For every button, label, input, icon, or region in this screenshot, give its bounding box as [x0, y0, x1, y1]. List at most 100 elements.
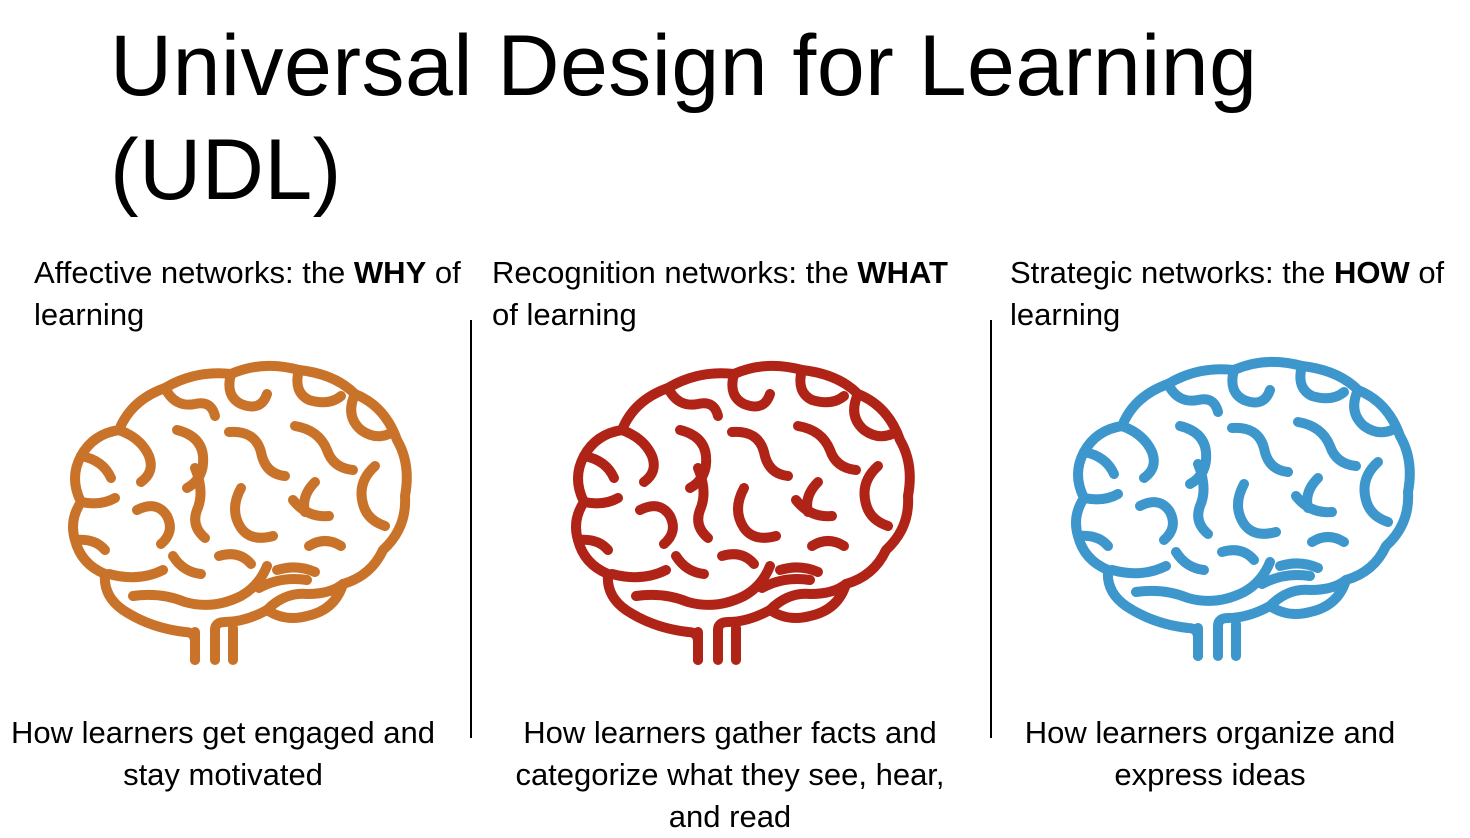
brain-icon — [68, 360, 412, 665]
brain-fold — [230, 483, 278, 543]
brain-fold — [288, 495, 334, 522]
brain-icon — [1071, 356, 1415, 661]
brain-fold — [190, 463, 210, 543]
brain-fold — [214, 549, 256, 569]
brain-fold — [1079, 447, 1119, 479]
brain-fold — [1265, 575, 1351, 611]
heading-emphasis: WHY — [353, 255, 427, 290]
brain-fold — [224, 369, 272, 412]
heading-text: Affective networks: the — [34, 255, 354, 290]
column-heading: Strategic networks: the HOW of learning — [1010, 252, 1450, 336]
brain-fold — [356, 461, 390, 531]
brain-fold — [859, 461, 893, 531]
brain-fold — [631, 561, 775, 610]
brain-fold — [663, 383, 723, 421]
heading-text-end: of learning — [492, 297, 637, 332]
brain-fold — [775, 562, 823, 577]
brain-fold — [793, 421, 861, 475]
brain-fold — [292, 365, 346, 408]
heading-text: Recognition networks: the — [492, 255, 858, 290]
brain-fold — [791, 495, 837, 522]
brain-fold — [1307, 532, 1349, 547]
brain-fold — [262, 579, 348, 615]
column-heading: Affective networks: the WHY of learning — [34, 252, 464, 336]
brain-fold — [1227, 365, 1275, 408]
brain-fold — [76, 493, 120, 509]
brain-outline — [68, 360, 412, 665]
brain-fold — [1217, 545, 1259, 565]
brain-fold — [1302, 473, 1323, 513]
brain-fold — [1293, 417, 1361, 471]
brain-fold — [1233, 479, 1281, 539]
heading-text-end: of learning — [34, 255, 461, 332]
brain-fold — [160, 383, 220, 421]
column-description: How learners get engaged and stay motiva… — [11, 715, 435, 792]
brain-outline — [571, 360, 915, 665]
brain-fold — [795, 365, 849, 408]
brain-fold — [104, 565, 168, 583]
brain-fold — [733, 483, 781, 543]
heading-text: Strategic networks: the — [1010, 255, 1334, 290]
brain-fold — [1117, 421, 1159, 483]
brain-icon — [571, 360, 915, 665]
brain-fold — [617, 425, 659, 487]
brain-fold — [1107, 561, 1171, 579]
brain-fold — [254, 574, 312, 593]
brain-fold — [168, 551, 206, 579]
heading-text-end: of learning — [1010, 255, 1445, 332]
brain-fold — [1171, 547, 1209, 575]
column-description: How learners gather facts and categorize… — [515, 715, 945, 834]
heading-emphasis: WHAT — [857, 255, 948, 290]
brain-fold — [114, 425, 156, 487]
brain-fold — [1291, 491, 1337, 518]
brain-fold — [635, 501, 678, 549]
brain-fold — [1193, 459, 1213, 539]
brain-fold — [1275, 558, 1323, 573]
brain-fold — [1079, 489, 1123, 505]
column-description: How learners organize and express ideas — [1024, 715, 1396, 792]
brain-fold — [807, 536, 849, 551]
column-affective: Affective networks: the WHY of learning — [34, 252, 464, 336]
brain-fold — [1359, 457, 1393, 527]
brain-fold — [1135, 497, 1178, 545]
brain-fold — [290, 421, 358, 475]
brain-fold — [1163, 379, 1223, 417]
brain-fold — [1227, 422, 1293, 477]
brain-fold — [1349, 385, 1397, 438]
brain-fold — [757, 574, 815, 593]
brain-fold — [802, 477, 823, 517]
brain-fold — [579, 493, 623, 509]
brain-fold — [346, 389, 394, 442]
brain-fold — [128, 561, 272, 610]
brain-fold — [272, 562, 320, 577]
brain-fold — [210, 605, 272, 665]
brain-fold — [717, 549, 759, 569]
brain-fold — [299, 477, 320, 517]
brain-fold — [1073, 530, 1113, 551]
column-divider — [990, 320, 992, 738]
brain-fold — [1213, 601, 1275, 661]
brain-fold — [727, 426, 793, 481]
brain-outline — [1071, 356, 1415, 661]
brain-fold — [1131, 557, 1275, 606]
brain-fold — [224, 426, 290, 481]
brain-fold — [671, 551, 709, 579]
brain-fold — [304, 536, 346, 551]
column-divider — [470, 320, 472, 738]
brain-fold — [76, 451, 116, 483]
brain-fold — [607, 565, 671, 583]
brain-fold — [1295, 361, 1349, 404]
brain-fold — [765, 579, 851, 615]
brain-fold — [849, 389, 897, 442]
brain-fold — [1257, 570, 1315, 589]
brain-fold — [573, 534, 613, 555]
column-recognition: Recognition networks: the WHAT of learni… — [492, 252, 982, 336]
brain-fold — [727, 369, 775, 412]
brain-fold — [579, 451, 619, 483]
column-strategic: Strategic networks: the HOW of learning — [1010, 252, 1450, 336]
brain-fold — [70, 534, 110, 555]
slide-title: Universal Design for Learning (UDL) — [110, 18, 1258, 218]
column-heading: Recognition networks: the WHAT of learni… — [492, 252, 982, 336]
brain-fold — [693, 463, 713, 543]
brain-fold — [132, 501, 175, 549]
